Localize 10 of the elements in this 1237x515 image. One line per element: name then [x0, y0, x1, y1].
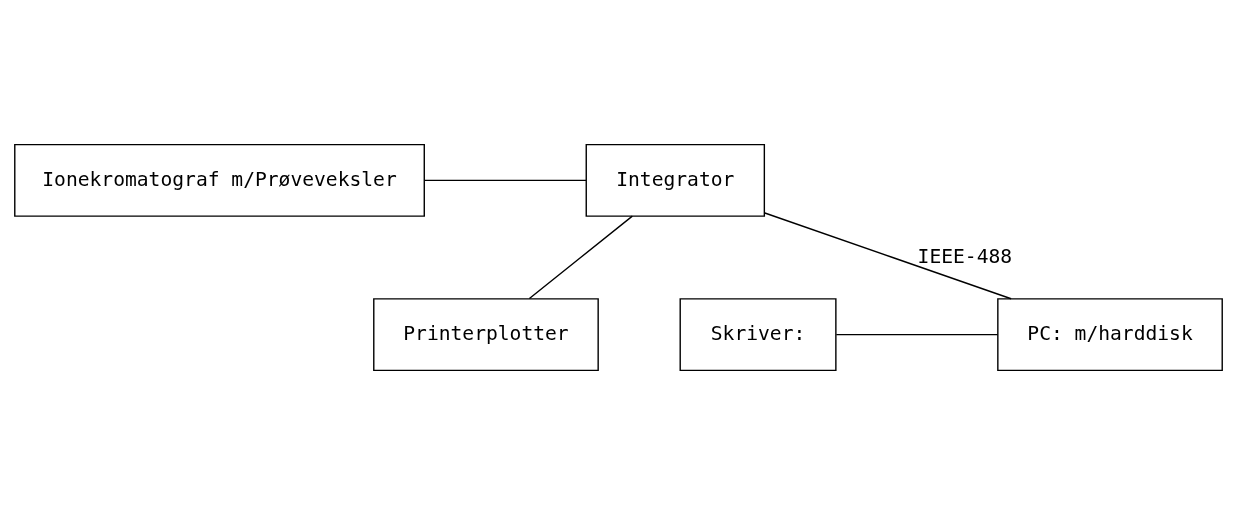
- connector: [764, 212, 1012, 300]
- edge-label: IEEE-488: [917, 244, 1013, 268]
- node-box: Integrator: [585, 143, 766, 217]
- connector: [528, 215, 634, 300]
- node-box: Printerplotter: [373, 298, 599, 372]
- connector: [423, 179, 587, 182]
- node-box: PC: m/harddisk: [997, 298, 1223, 372]
- node-box: Ionekromatograf m/Prøveveksler: [14, 143, 425, 217]
- node-box: Skriver:: [679, 298, 837, 372]
- connector: [835, 333, 999, 336]
